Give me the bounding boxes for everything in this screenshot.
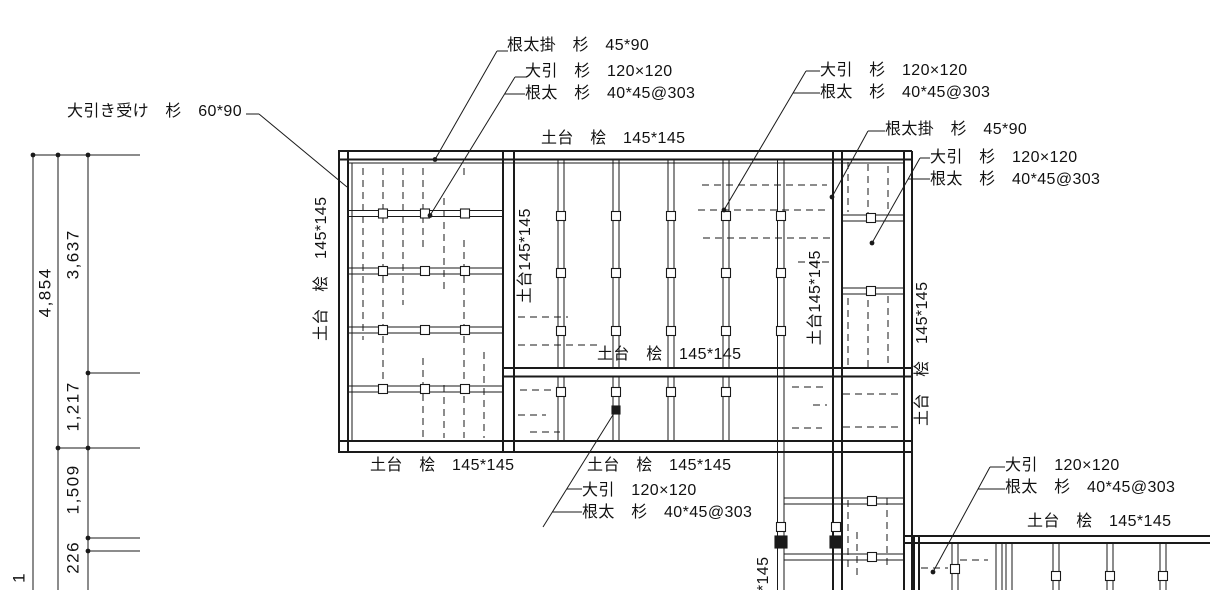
joint-marker — [775, 521, 787, 533]
label-ohbiki-uke: 大引き受け 杉 60*90 — [67, 103, 243, 120]
dimension-dot — [30, 152, 36, 158]
leader-dot — [427, 213, 433, 218]
joint-marker — [610, 386, 622, 398]
dimension-dot — [55, 445, 61, 451]
dim-partial-left: 1 — [9, 571, 29, 583]
post-marker — [774, 535, 788, 549]
joint-marker — [419, 265, 431, 277]
dimension-dot — [85, 445, 91, 451]
label-neta-bottom-right: 根太 杉 40*45@303 — [1005, 479, 1176, 496]
joint-marker — [665, 325, 677, 337]
dimension-dot — [55, 152, 61, 158]
label-partial-bottom: 145*145 — [755, 556, 773, 590]
label-netagake-right: 根太掛 杉 45*90 — [885, 121, 1028, 138]
joint-marker — [949, 563, 961, 575]
dimension-dot — [85, 152, 91, 158]
label-dodai-top: 土台 桧 145*145 — [541, 130, 686, 147]
label-dodai-vertical-center-right: 土台145*145 — [807, 250, 825, 346]
dimension-dot — [85, 370, 91, 376]
joint-marker — [775, 325, 787, 337]
dim-overall: 4,854 — [35, 267, 55, 318]
joint-marker — [610, 325, 622, 337]
label-dodai-vertical-right: 土台 桧 145*145 — [914, 281, 932, 427]
label-dodai-bottom-right: 土台 桧 145*145 — [1027, 513, 1172, 530]
joint-marker — [830, 521, 842, 533]
leader-dot — [721, 207, 727, 213]
joint-marker — [459, 265, 471, 277]
joint-marker — [866, 495, 878, 507]
leader-line — [932, 466, 991, 573]
label-neta-right: 根太 杉 40*45@303 — [930, 171, 1101, 188]
joint-marker — [610, 210, 622, 222]
leader-line — [434, 50, 498, 160]
joint-marker — [720, 325, 732, 337]
joint-marker — [459, 324, 471, 336]
joint-marker — [419, 324, 431, 336]
joint-marker — [419, 383, 431, 395]
joint-marker — [610, 267, 622, 279]
label-ohbiki-top-left: 大引 杉 120×120 — [525, 63, 673, 80]
joint-marker — [377, 208, 389, 219]
label-ohbiki-right: 大引 杉 120×120 — [930, 149, 1078, 166]
leader-line — [258, 113, 348, 188]
joint-marker — [720, 386, 732, 398]
leader-line — [831, 130, 869, 198]
label-dodai-vertical-center-left: 土台145*145 — [517, 208, 535, 304]
post-marker — [829, 535, 843, 549]
label-neta-top-left: 根太 杉 40*45@303 — [525, 85, 696, 102]
joint-marker — [865, 285, 877, 297]
label-dodai-bottom-left: 土台 桧 145*145 — [370, 457, 515, 474]
leader-line — [871, 157, 921, 244]
joint-marker — [665, 210, 677, 222]
leader-dot — [432, 157, 438, 162]
joint-marker — [1157, 570, 1169, 582]
label-neta-bottom-center: 根太 杉 40*45@303 — [582, 504, 753, 521]
joint-marker — [665, 267, 677, 279]
label-dodai-vertical-left: 土台 桧 145*145 — [313, 196, 331, 342]
joint-marker — [555, 210, 567, 222]
leader-dot — [930, 569, 936, 575]
joint-marker — [555, 386, 567, 398]
joint-marker — [720, 267, 732, 279]
joint-marker — [775, 267, 787, 279]
joint-marker — [459, 208, 471, 219]
joint-marker — [555, 325, 567, 337]
joint-marker — [377, 265, 389, 277]
joint-marker — [377, 324, 389, 336]
leader-line — [429, 76, 516, 216]
joint-marker — [377, 383, 389, 395]
joint-marker — [866, 551, 878, 563]
leader-dot — [869, 240, 875, 246]
dimension-dot — [85, 548, 91, 554]
label-netagake-top-left: 根太掛 杉 45*90 — [507, 37, 650, 54]
joint-marker — [775, 210, 787, 222]
joint-marker — [555, 267, 567, 279]
joint-marker — [459, 383, 471, 395]
label-neta-top-right: 根太 杉 40*45@303 — [820, 84, 991, 101]
label-ohbiki-bottom-center: 大引 120×120 — [582, 482, 697, 499]
label-dodai-mid: 土台 桧 145*145 — [597, 346, 742, 363]
leader-line — [542, 409, 617, 528]
label-ohbiki-top-right: 大引 杉 120×120 — [820, 62, 968, 79]
dimension-dot — [85, 535, 91, 541]
leader-dot — [829, 194, 835, 200]
label-ohbiki-bottom-right: 大引 120×120 — [1005, 457, 1120, 474]
joint-marker — [665, 386, 677, 398]
joint-marker — [1050, 570, 1062, 582]
dim-segment-4: 226 — [63, 540, 83, 574]
joint-marker — [865, 212, 877, 224]
leader-line — [723, 70, 807, 211]
label-dodai-bottom-center: 土台 桧 145*145 — [587, 457, 732, 474]
joint-marker — [1104, 570, 1116, 582]
joint-marker — [720, 210, 732, 222]
